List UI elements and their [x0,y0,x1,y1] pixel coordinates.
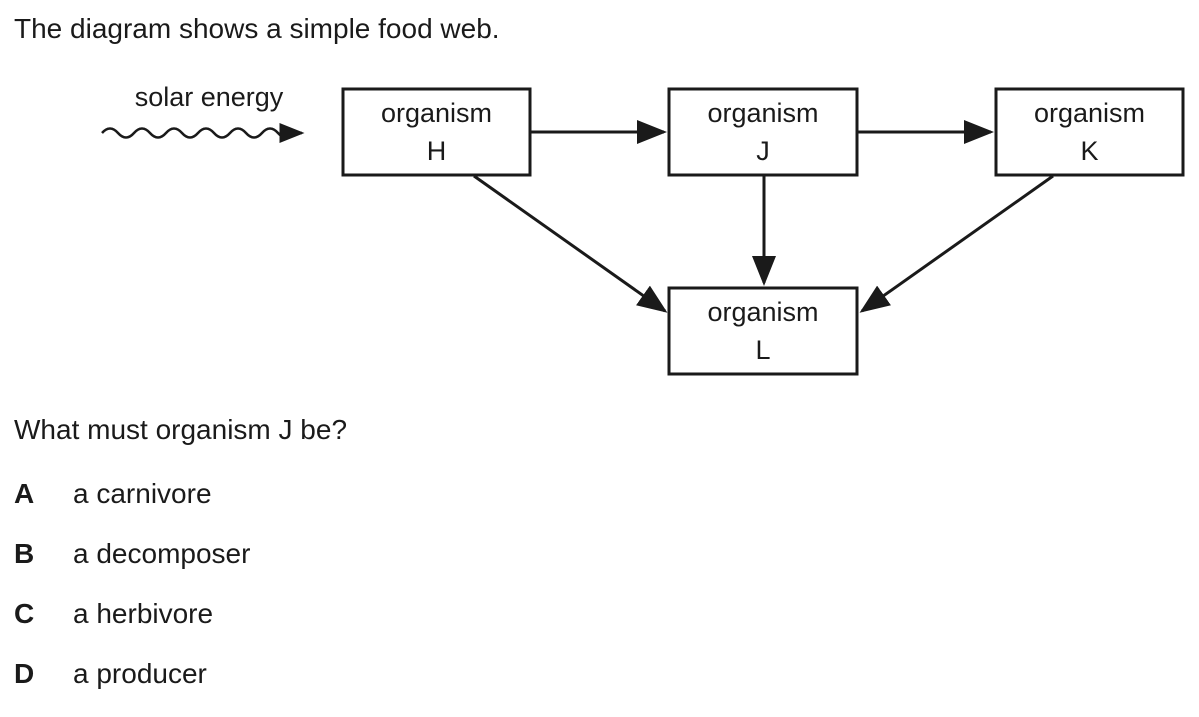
food-web-diagram: solar energy organism H organism J organ… [101,82,1185,376]
solar-energy-wave-arrow [101,123,305,143]
option-letter: C [14,598,35,629]
option-letter: B [14,538,35,569]
option-c[interactable]: C a herbivore [14,597,250,657]
organism-j-node: organism J [667,87,859,177]
organism-l-letter: L [755,335,770,365]
organism-k-box [994,87,1185,177]
option-letter: D [14,658,35,689]
organism-j-box [667,87,859,177]
organism-h-node: organism H [341,87,532,177]
option-text: a producer [73,658,207,689]
intro-text: The diagram shows a simple food web. [14,13,500,44]
organism-k-letter: K [1080,136,1098,166]
organism-l-node: organism L [667,286,859,376]
organism-k-label: organism [1034,98,1145,128]
organism-l-label: organism [707,297,818,327]
solar-energy-label: solar energy [135,82,284,112]
option-letter: A [14,478,35,509]
option-b[interactable]: B a decomposer [14,537,250,597]
question-text: What must organism J be? [14,414,348,445]
organism-h-letter: H [427,136,447,166]
organism-h-label: organism [381,98,492,128]
organism-j-letter: J [756,136,770,166]
option-text: a carnivore [73,478,212,509]
option-text: a decomposer [73,538,251,569]
organism-k-node: organism K [994,87,1185,177]
organism-l-box [667,286,859,376]
organism-j-label: organism [707,98,818,128]
option-text: a herbivore [73,598,214,629]
option-d[interactable]: D a producer [14,657,250,717]
arrow-h-to-l [473,174,668,313]
arrow-k-to-l [859,174,1054,313]
organism-h-box [341,87,532,177]
answer-options: A a carnivore B a decomposer C a herbivo… [14,477,250,717]
option-a[interactable]: A a carnivore [14,477,250,537]
